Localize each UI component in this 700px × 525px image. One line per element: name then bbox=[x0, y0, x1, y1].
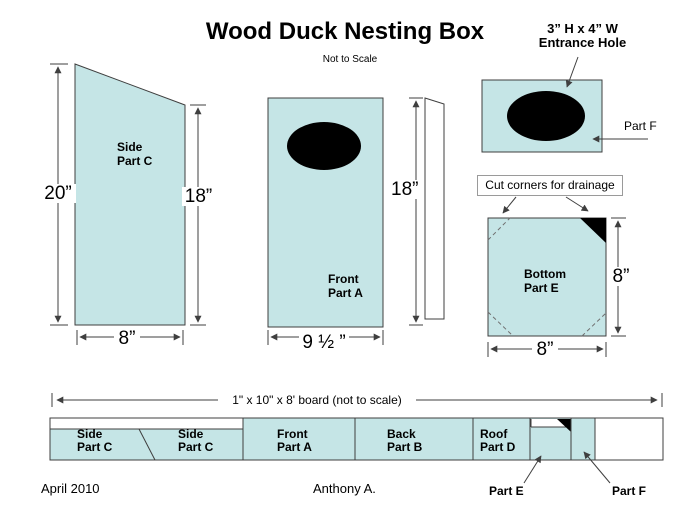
board-section-side2-label: Side Part C bbox=[178, 428, 213, 454]
board-section-back-line2: Part B bbox=[387, 440, 423, 454]
board-partE-cut-corner bbox=[557, 419, 571, 432]
board-partF-arrow bbox=[583, 451, 611, 484]
entrance-note: 3” H x 4” W Entrance Hole bbox=[530, 22, 635, 50]
footer-author: Anthony A. bbox=[313, 481, 376, 496]
board-part-f-label: Part F bbox=[612, 484, 647, 498]
board-section-back-line1: Back bbox=[387, 427, 416, 441]
entrance-note-arrow bbox=[565, 56, 579, 88]
front-piece-label: Front Part A bbox=[328, 272, 363, 300]
bottom-cut-corner bbox=[580, 218, 606, 243]
drainage-callout: Cut corners for drainage bbox=[477, 175, 623, 196]
page-title: Wood Duck Nesting Box bbox=[205, 18, 485, 45]
part-f-entrance-hole bbox=[507, 91, 585, 141]
board-section-roof-label: Roof Part D bbox=[480, 428, 515, 454]
side-piece-label-line2: Part C bbox=[117, 154, 153, 168]
board-part-e-label: Part E bbox=[489, 484, 524, 498]
dim-18-side-label: 18” bbox=[182, 187, 215, 206]
board-front-fill bbox=[243, 418, 355, 460]
board-section-front-line2: Part A bbox=[277, 440, 312, 454]
dim-8-bottomE-right-label: 8” bbox=[608, 267, 634, 286]
board-section-side2-line2: Part C bbox=[178, 440, 214, 454]
front-entrance-hole bbox=[287, 122, 361, 170]
board-section-back-label: Back Part B bbox=[387, 428, 422, 454]
scale-note: Not to Scale bbox=[322, 54, 378, 65]
entrance-note-line2: Entrance Hole bbox=[538, 35, 627, 50]
board-roof-fill bbox=[473, 418, 530, 460]
callout-arrow-right bbox=[565, 196, 589, 212]
bottom-piece-label-line1: Bottom bbox=[524, 267, 566, 281]
side-piece-shape bbox=[74, 63, 186, 326]
bottom-dashed-corner-br bbox=[581, 312, 607, 337]
side-piece-label-line1: Side bbox=[117, 140, 143, 154]
board-partF-fill bbox=[571, 418, 595, 460]
board-partE-arrow bbox=[523, 455, 542, 484]
board-partE-waste-strip bbox=[531, 419, 571, 427]
dim-18-front-label: 18” bbox=[391, 179, 419, 200]
bottom-piece-label-line2: Part E bbox=[524, 281, 559, 295]
callout-arrow-left bbox=[502, 196, 517, 214]
board-section-side1-line1: Side bbox=[77, 427, 103, 441]
part-f-label: Part F bbox=[624, 119, 657, 133]
board-dim-label: 1" x 10" x 8' board (not to scale) bbox=[218, 393, 416, 407]
board-section-roof-line2: Part D bbox=[480, 440, 516, 454]
board-section-front-line1: Front bbox=[277, 427, 308, 441]
board-sides-diagonal-cut bbox=[138, 428, 156, 461]
board-section-roof-line1: Roof bbox=[480, 427, 508, 441]
dim-front-bottom-label: 9 ½ ” bbox=[299, 333, 349, 352]
side-piece-label: Side Part C bbox=[117, 140, 152, 168]
front-piece-label-line1: Front bbox=[328, 272, 359, 286]
bottom-dashed-corner-tl bbox=[487, 217, 511, 241]
board-section-front-label: Front Part A bbox=[277, 428, 312, 454]
board-back-fill bbox=[355, 418, 473, 460]
dim-20-label: 20” bbox=[40, 184, 76, 203]
board-outline bbox=[49, 417, 664, 461]
board-section-side1-label: Side Part C bbox=[77, 428, 112, 454]
dim-8-bottomE-bottom-label: 8” bbox=[532, 340, 558, 359]
dim-8-side-label: 8” bbox=[114, 329, 140, 348]
front-piece-label-line2: Part A bbox=[328, 286, 363, 300]
bottom-dashed-corner-bl bbox=[487, 311, 514, 337]
footer-date: April 2010 bbox=[41, 481, 100, 496]
board-section-side1-line2: Part C bbox=[77, 440, 113, 454]
board-section-side2-line1: Side bbox=[178, 427, 204, 441]
bottom-piece-label: Bottom Part E bbox=[524, 267, 566, 295]
front-edge-profile-shape bbox=[424, 97, 445, 320]
entrance-note-line1: 3” H x 4” W bbox=[547, 21, 618, 36]
bottom-piece-shape bbox=[487, 217, 607, 337]
